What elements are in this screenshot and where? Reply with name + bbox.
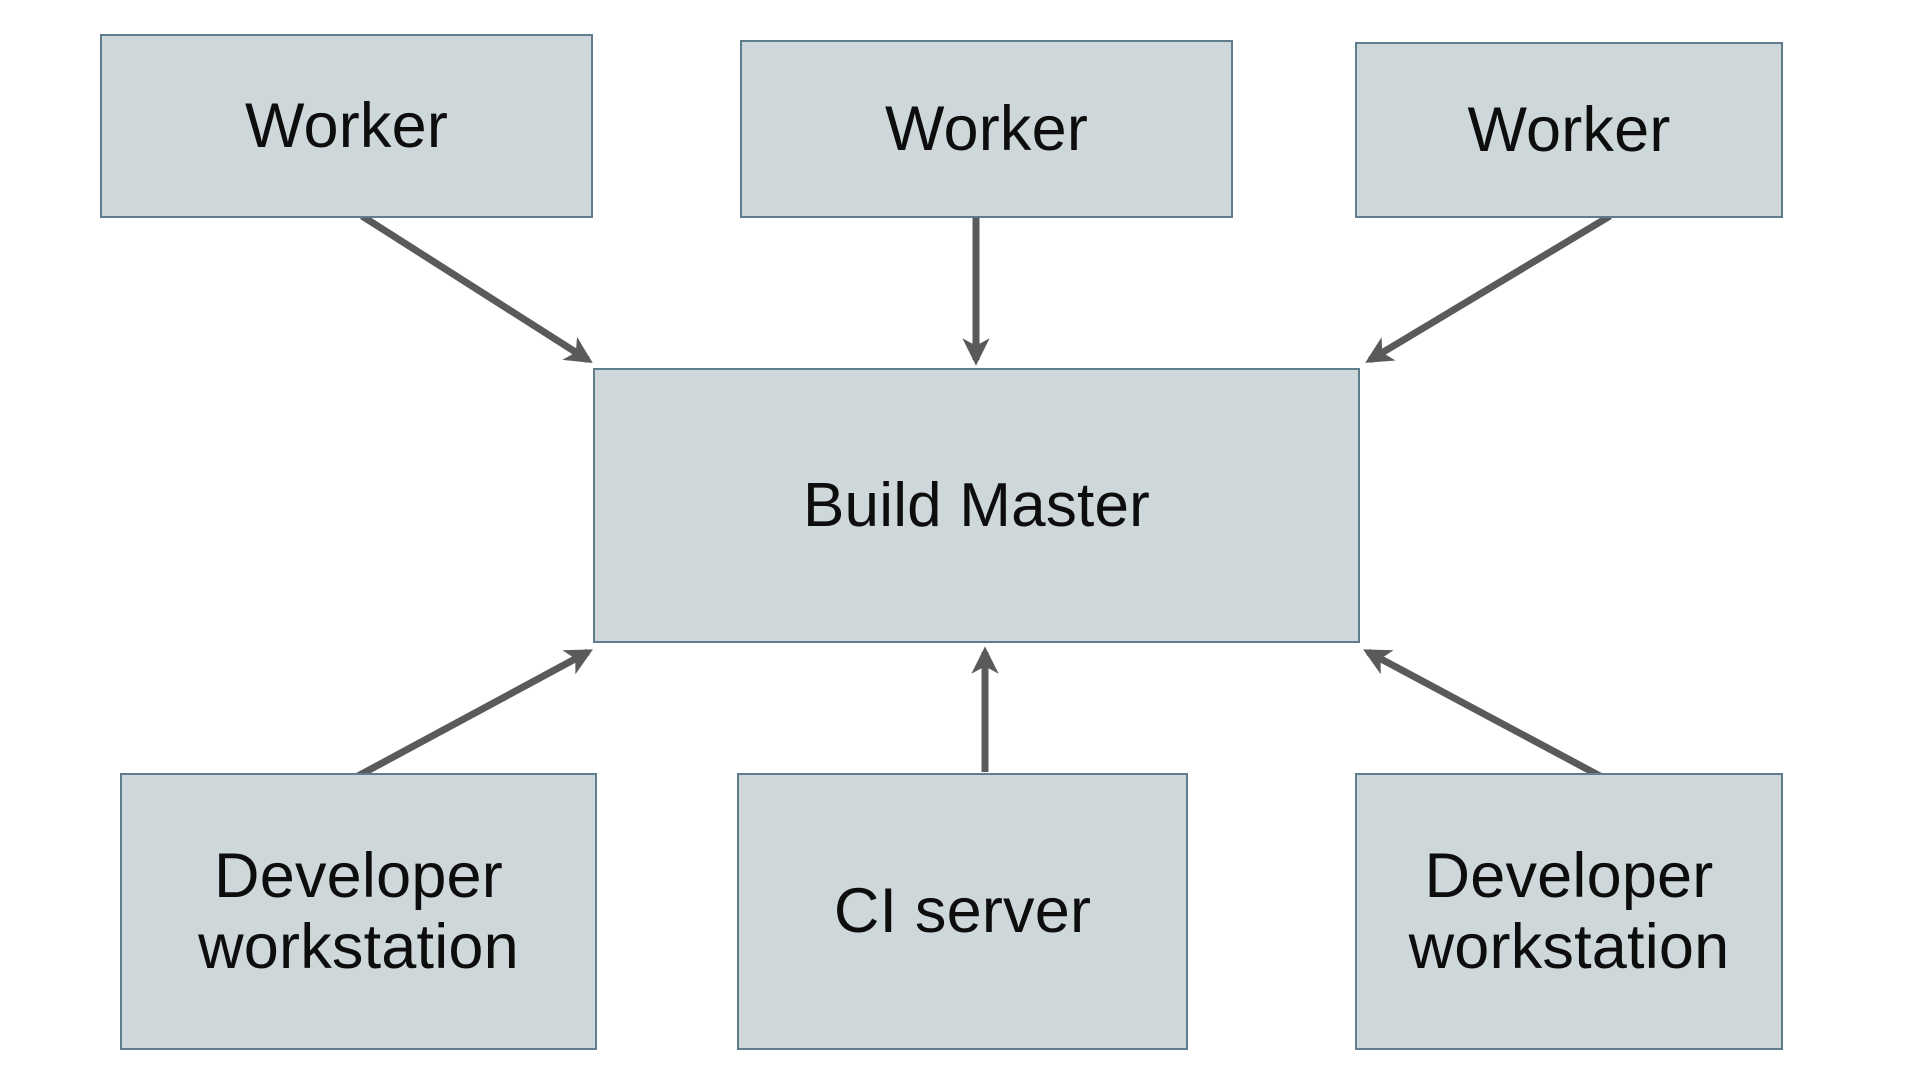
edge-devleft-to-master [356, 648, 593, 780]
node-developer-workstation-right[interactable]: Developer workstation [1355, 773, 1783, 1050]
node-worker-2-label: Worker [884, 93, 1089, 164]
node-worker-1[interactable]: Worker [100, 34, 593, 218]
node-build-master[interactable]: Build Master [593, 368, 1360, 643]
node-worker-1-label: Worker [244, 90, 449, 161]
node-developer-workstation-left-label: Developer workstation [198, 840, 519, 982]
node-ci-server-label: CI server [833, 876, 1092, 947]
node-worker-3-label: Worker [1467, 94, 1671, 165]
node-worker-2[interactable]: Worker [740, 40, 1233, 218]
edge-devright-to-master [1363, 648, 1602, 780]
node-ci-server[interactable]: CI server [737, 773, 1188, 1050]
edge-worker3-to-master [1365, 212, 1612, 364]
node-developer-workstation-left[interactable]: Developer workstation [120, 773, 597, 1050]
node-worker-3[interactable]: Worker [1355, 42, 1783, 218]
edge-worker1-to-master [360, 213, 593, 364]
node-build-master-label: Build Master [803, 470, 1150, 540]
node-developer-workstation-right-label: Developer workstation [1408, 840, 1730, 982]
